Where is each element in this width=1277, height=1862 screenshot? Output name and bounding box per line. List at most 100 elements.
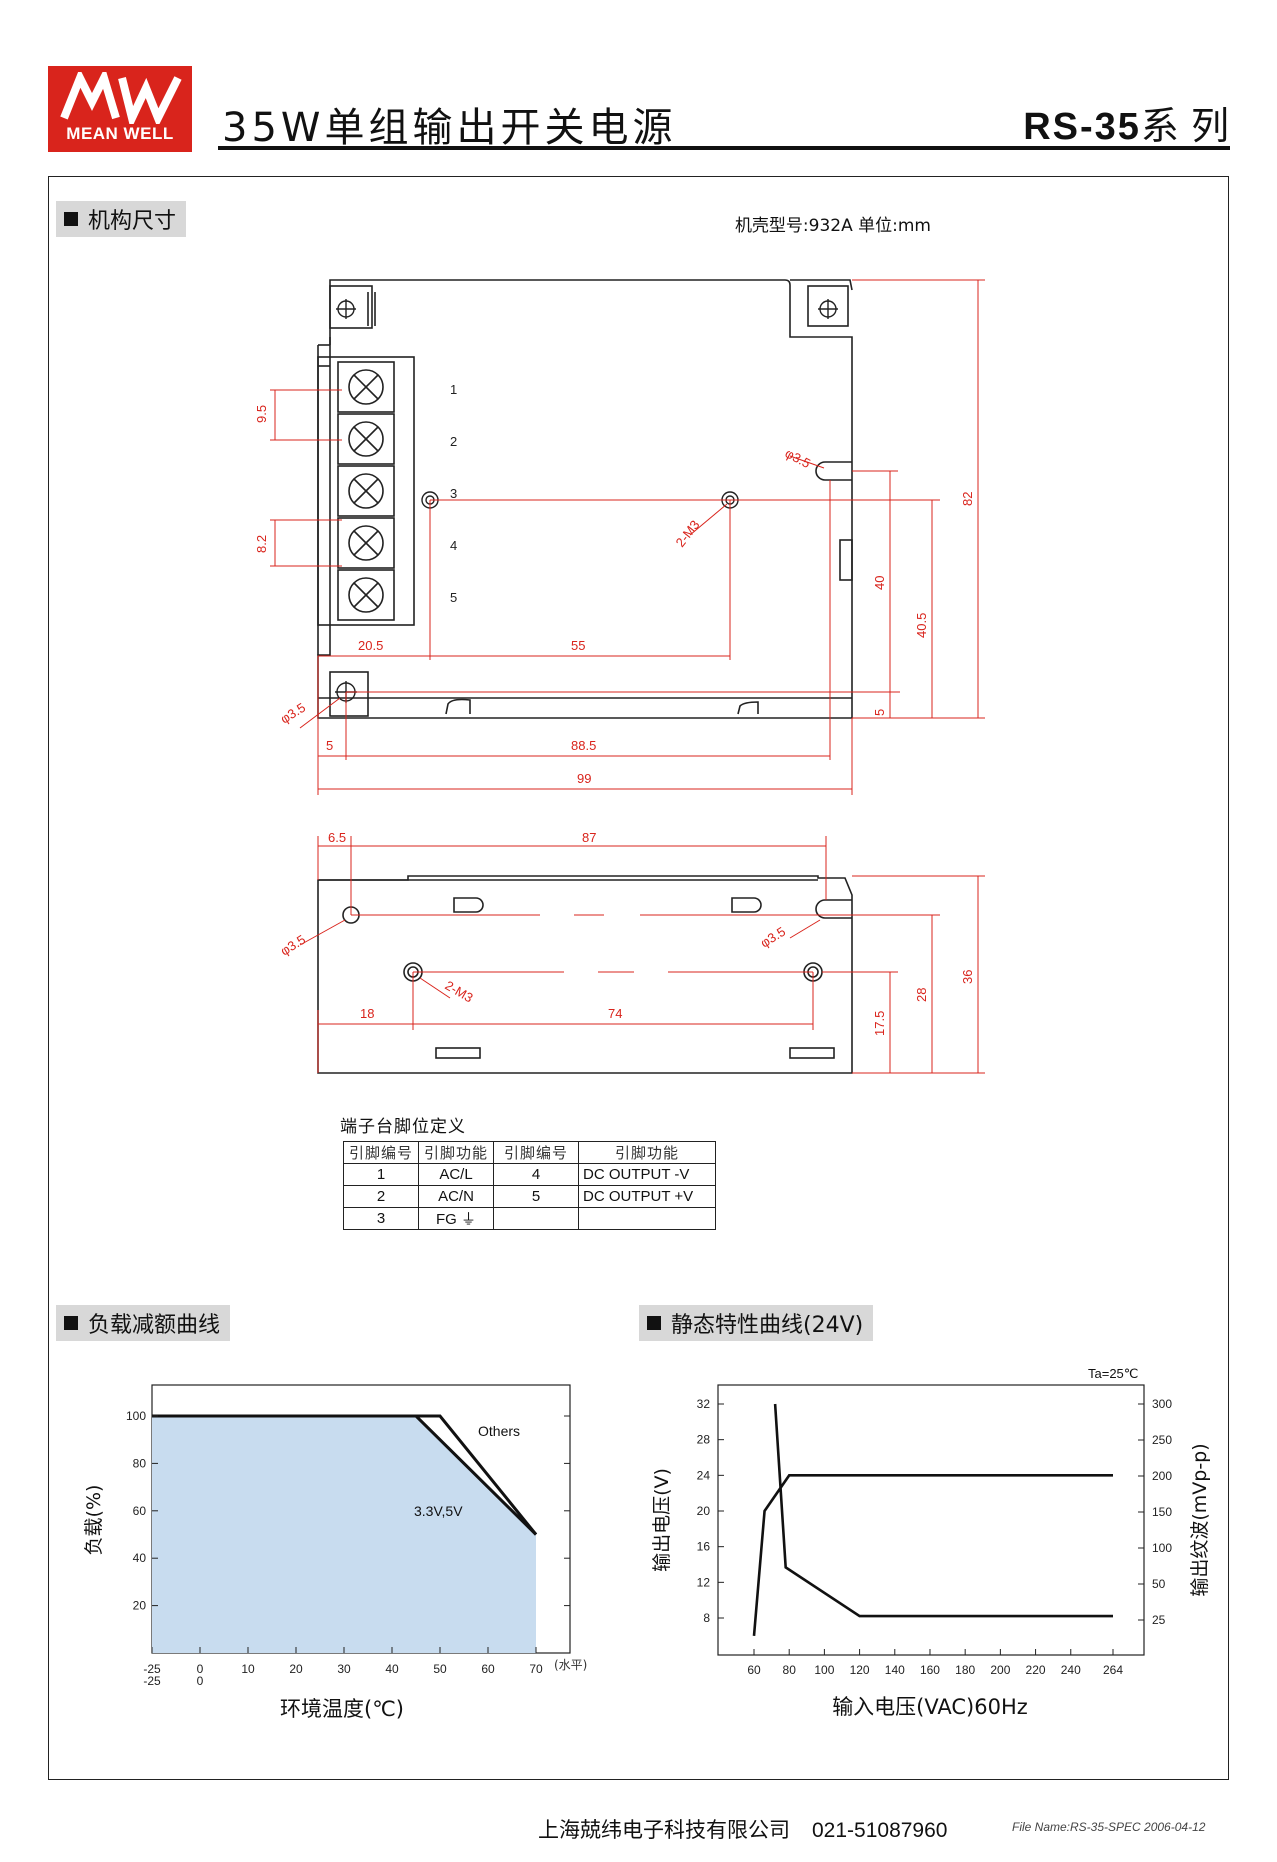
dim-label: 18 <box>360 1006 374 1021</box>
section-static-title: 静态特性曲线(24V) <box>671 1313 864 1338</box>
section-derating: 负载减额曲线 <box>56 1305 231 1341</box>
dim-label: 20.5 <box>358 638 383 653</box>
terminal-numbers: 1 2 3 4 5 <box>450 382 457 605</box>
x-tick-label: 10 <box>241 1662 255 1676</box>
series-label: RS-35系 列 <box>1023 95 1229 150</box>
x-tick-label: 0 <box>197 1662 204 1676</box>
mean-well-logo: MEAN WELL <box>48 66 192 152</box>
table-cell: AC/N <box>418 1185 494 1208</box>
dim-label: 40 <box>872 576 887 590</box>
dim-label: 88.5 <box>571 738 596 753</box>
x-tick-label: 200 <box>990 1663 1010 1677</box>
terminal-number: 4 <box>450 538 457 553</box>
x-tick-label: 80 <box>783 1663 797 1677</box>
table-cell: DC OUTPUT -V <box>578 1163 716 1186</box>
dim-label: 55 <box>571 638 585 653</box>
static-y-axis-label: 输出电压(V) <box>651 1468 673 1572</box>
footer: 上海兢纬电子科技有限公司 021-51087960 <box>538 1814 947 1844</box>
x-tick-label: 50 <box>433 1662 447 1676</box>
y-tick-label: 24 <box>697 1468 711 1482</box>
terminal-number: 3 <box>450 486 457 501</box>
y2-tick-label: 150 <box>1152 1505 1172 1519</box>
x-tick-label: 264 <box>1103 1663 1123 1677</box>
y-tick-label: 60 <box>133 1504 147 1518</box>
dim-label: 6.5 <box>328 830 346 845</box>
table-cell <box>578 1207 716 1230</box>
table-cell: AC/L <box>418 1163 494 1186</box>
static-annotation: Ta=25℃ <box>1088 1366 1138 1381</box>
dim-label: 74 <box>608 1006 622 1021</box>
y2-tick-label: 200 <box>1152 1469 1172 1483</box>
terminal-number: 2 <box>450 434 457 449</box>
dim-label: 8.2 <box>254 535 269 553</box>
table-row: 1 AC/L 4 DC OUTPUT -V <box>343 1163 716 1186</box>
derating-y-axis-label: 负载(%) <box>83 1485 105 1556</box>
header-rule <box>218 146 1230 150</box>
dim-label: 87 <box>582 830 596 845</box>
y-tick-label: 16 <box>697 1540 711 1554</box>
x-tick-label: 60 <box>481 1662 495 1676</box>
y-tick-label: 20 <box>697 1504 711 1518</box>
y-tick-label: 40 <box>133 1551 147 1565</box>
x-tick-label-second-row: 0 <box>197 1674 204 1688</box>
page-title: 35W单组输出开关电源 <box>222 105 677 151</box>
dim-label: 82 <box>960 492 975 506</box>
table-header: 引脚功能 <box>418 1141 494 1164</box>
bullet-square-icon <box>64 1316 78 1330</box>
terminal-number: 1 <box>450 382 457 397</box>
dim-label: 40.5 <box>914 613 929 638</box>
footer-filename: File Name:RS-35-SPEC 2006-04-12 <box>1012 1820 1206 1834</box>
footer-company: 上海兢纬电子科技有限公司 <box>538 1818 790 1842</box>
static-series-ripple <box>773 1403 1113 1618</box>
brand-name: MEAN WELL <box>66 124 174 143</box>
x-tick-label: 100 <box>814 1663 834 1677</box>
terminal-screws <box>348 369 384 613</box>
dim-label: 28 <box>914 988 929 1002</box>
y-tick-label: 100 <box>126 1409 146 1423</box>
y-tick-label: 8 <box>703 1611 710 1625</box>
x-tick-label: 40 <box>385 1662 399 1676</box>
series-suffix: 系 列 <box>1140 104 1229 148</box>
table-cell: DC OUTPUT +V <box>578 1185 716 1208</box>
static-x-axis-label: 输入电压(VAC)60Hz <box>832 1695 1028 1719</box>
x-unit-note: (水平) <box>554 1658 587 1672</box>
table-header: 引脚功能 <box>578 1141 716 1164</box>
table-cell: FG ⏚ <box>418 1207 494 1230</box>
static-series-output-voltage <box>752 1474 1113 1636</box>
x-tick-label-second-row: -25 <box>143 1674 161 1688</box>
static-y2-axis-label: 输出纹波(mVp-p) <box>1189 1443 1211 1596</box>
case-note: 机壳型号:932A 单位:mm <box>734 216 931 236</box>
x-tick-label: 140 <box>885 1663 905 1677</box>
section-derating-title: 负载减额曲线 <box>88 1313 221 1338</box>
derating-area-fill <box>152 1416 536 1653</box>
x-tick-label: 220 <box>1026 1663 1046 1677</box>
table-header: 引脚编号 <box>493 1141 579 1164</box>
y-tick-label: 80 <box>133 1456 147 1470</box>
y2-tick-label: 250 <box>1152 1433 1172 1447</box>
y2-tick-label: 50 <box>1152 1577 1166 1591</box>
content-frame <box>48 176 1229 1780</box>
terminal-number: 5 <box>450 590 457 605</box>
series-label-3v3-5v: 3.3V,5V <box>414 1503 463 1519</box>
derating-series-3v3-5v <box>152 1414 538 1536</box>
dim-label: 36 <box>960 970 975 984</box>
static-plot-frame <box>717 1384 1145 1656</box>
mw-logo-mark <box>60 72 182 124</box>
section-static: 静态特性曲线(24V) <box>639 1305 874 1341</box>
top-view-dimension-lines <box>270 279 985 795</box>
table-row: 3 FG ⏚ <box>343 1207 716 1230</box>
y2-tick-label: 100 <box>1152 1541 1172 1555</box>
bullet-square-icon <box>64 212 78 226</box>
footer-phone: 021-51087960 <box>812 1819 948 1842</box>
x-tick-label: 20 <box>289 1662 303 1676</box>
y-tick-label: 32 <box>697 1397 711 1411</box>
dim-label: 5 <box>326 738 333 753</box>
table-header: 引脚编号 <box>343 1141 419 1164</box>
x-tick-label: 30 <box>337 1662 351 1676</box>
x-tick-label: 180 <box>955 1663 975 1677</box>
